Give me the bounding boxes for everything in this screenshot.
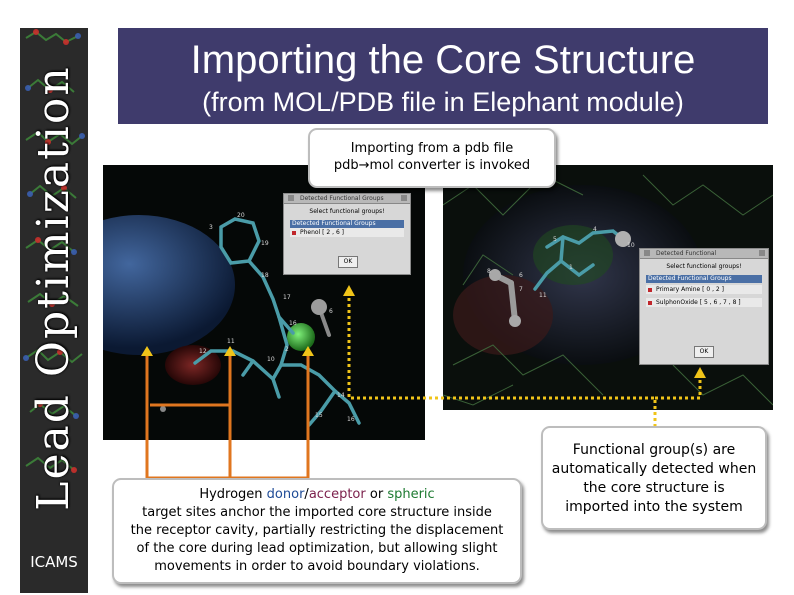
- callout-line: of the core during lead optimization, bu…: [136, 541, 498, 556]
- page-title: Importing the Core Structure: [190, 38, 696, 82]
- dialog-titlebar: Detected Functional: [640, 249, 768, 259]
- right-molecule-screenshot: 4 10 5 6 8 7 1 11 Detected Functional Se…: [443, 165, 773, 410]
- callout-line: the receptor cavity, partially restricti…: [130, 523, 504, 538]
- atom-label: 8: [487, 268, 491, 275]
- callout-line: the core structure is: [583, 480, 725, 496]
- atom-label: 2: [285, 346, 289, 353]
- group-list-header: Detected Functional Groups: [646, 275, 762, 283]
- ok-button[interactable]: OK: [338, 256, 358, 268]
- callout-line: pdb→mol converter is invoked: [333, 158, 531, 173]
- atom-label: 1: [569, 264, 573, 271]
- checkbox-icon[interactable]: [648, 287, 652, 292]
- text-or: or: [365, 487, 388, 502]
- atom-label: 20: [237, 212, 245, 219]
- atom-label: 11: [227, 338, 235, 345]
- functional-groups-callout: Functional group(s) are automatically de…: [541, 426, 767, 530]
- atom-label: 3: [209, 224, 213, 231]
- atom-label: 14: [337, 392, 345, 399]
- group-item[interactable]: SulphonOxide [ 5 , 6 , 7 , 8 ]: [646, 298, 762, 307]
- atom-label: 4: [593, 226, 597, 233]
- atom-label: 18: [261, 272, 269, 279]
- text-hydrogen: Hydrogen: [199, 487, 267, 502]
- atom-label: 11: [539, 292, 547, 299]
- close-icon[interactable]: [401, 195, 407, 201]
- atom-label: 5: [553, 236, 557, 243]
- close-icon[interactable]: [759, 250, 765, 256]
- atom-label: 12: [199, 348, 207, 355]
- callout-line: imported into the system: [565, 499, 743, 515]
- atom-label: 6: [519, 272, 523, 279]
- title-box: Importing the Core Structure (from MOL/P…: [118, 28, 768, 124]
- atom-label: 10: [267, 356, 275, 363]
- window-menu-icon[interactable]: [644, 250, 650, 256]
- callout-line: movements in order to avoid boundary vio…: [154, 559, 480, 574]
- checkbox-icon[interactable]: [648, 300, 652, 305]
- dialog-title: Detected Functional: [656, 250, 717, 257]
- atom-label: 19: [261, 240, 269, 247]
- dialog-titlebar: Detected Functional Groups: [284, 194, 410, 204]
- dialog-title: Detected Functional Groups: [300, 195, 384, 202]
- group-list-header: Detected Functional Groups: [290, 220, 404, 228]
- ok-button[interactable]: OK: [694, 346, 714, 358]
- group-item[interactable]: Phenol [ 2 , 6 ]: [290, 228, 404, 237]
- group-item-label: Primary Amine [ 0 , 2 ]: [656, 286, 724, 293]
- callout-line: Functional group(s) are: [572, 442, 736, 458]
- atom-label: 17: [283, 294, 291, 301]
- text-slash: /: [304, 487, 309, 502]
- functional-groups-dialog-left: Detected Functional Groups Select functi…: [283, 193, 411, 275]
- icams-logo: ICAMS: [30, 553, 78, 571]
- dialog-prompt: Select functional groups!: [309, 208, 385, 215]
- left-molecule-render: 20 3 19 18 17 16 11 12 10 15 14 16 6 2: [103, 212, 361, 427]
- callout-line: target sites anchor the imported core st…: [142, 505, 492, 520]
- group-item[interactable]: Primary Amine [ 0 , 2 ]: [646, 285, 762, 294]
- pdb-import-callout: Importing from a pdb file pdb→mol conver…: [308, 128, 556, 188]
- callout-line: Importing from a pdb file: [350, 141, 514, 156]
- text-acceptor: acceptor: [308, 487, 366, 502]
- checkbox-icon[interactable]: [292, 230, 296, 235]
- sidebar-banner: Lead Optimization ICAMS: [20, 28, 88, 593]
- text-donor: donor: [266, 487, 305, 502]
- atom-label: 6: [329, 308, 333, 315]
- functional-groups-dialog-right: Detected Functional Select functional gr…: [639, 248, 769, 365]
- atom-label: 16: [347, 416, 355, 423]
- molecule-pattern-icon: [23, 29, 85, 473]
- callout-line: automatically detected when: [551, 461, 757, 477]
- atom-label: 7: [519, 286, 523, 293]
- atom-label: 15: [315, 412, 323, 419]
- callout-line: Hydrogen donor/acceptor or spheric: [114, 486, 520, 504]
- pointer-arrow-icon: [141, 285, 706, 378]
- dialog-prompt: Select functional groups!: [666, 263, 742, 270]
- page-subtitle: (from MOL/PDB file in Elephant module): [202, 87, 684, 117]
- group-item-label: Phenol [ 2 , 6 ]: [300, 229, 345, 236]
- left-molecule-screenshot: 20 3 19 18 17 16 11 12 10 15 14 16 6 2 D…: [103, 165, 425, 440]
- group-item-label: SulphonOxide [ 5 , 6 , 7 , 8 ]: [656, 299, 741, 306]
- anchor-sites-callout: Hydrogen donor/acceptor or spheric targe…: [112, 478, 522, 584]
- atom-label: 10: [627, 242, 635, 249]
- window-menu-icon[interactable]: [288, 195, 294, 201]
- text-spheric: spheric: [387, 487, 435, 502]
- atom-label: 16: [289, 320, 297, 327]
